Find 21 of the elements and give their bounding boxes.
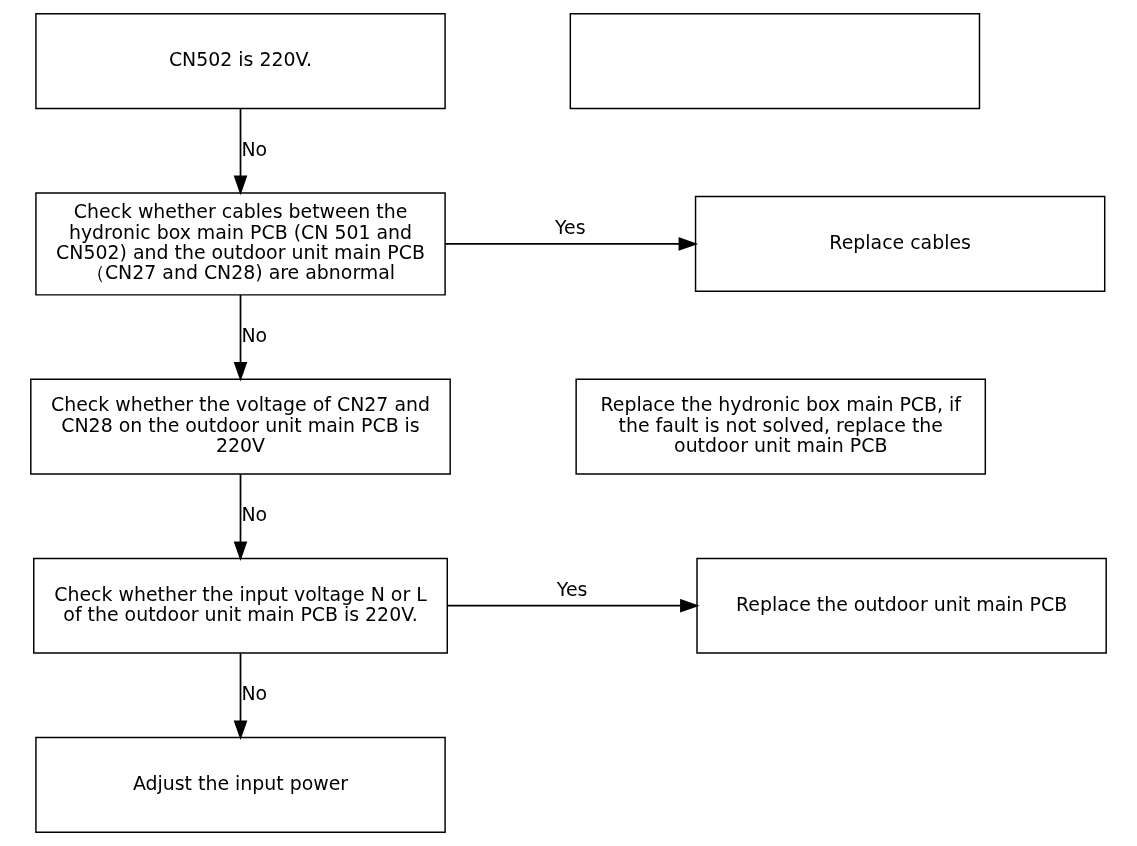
arrow bbox=[446, 598, 700, 613]
node-box: Replace cables bbox=[694, 195, 1106, 292]
node-box: Replace the outdoor unit main PCB bbox=[696, 557, 1107, 654]
arrow bbox=[233, 473, 248, 561]
node-box bbox=[569, 13, 981, 110]
node-box: Check whether the input voltage N or L of the outdoor unit main PCB is 220V. bbox=[33, 557, 448, 654]
node-box: Check whether cables between the hydronic box main PCB (CN 501 and CN502) and the outdoor unit main PCB （CN27 and CN28) are abnormal bbox=[35, 192, 446, 296]
edge-label: No bbox=[241, 682, 268, 705]
node-box: Replace the hydronic box main PCB, if the fault is not solved, replace the outdoor unit main PCB bbox=[575, 378, 987, 475]
edge-label: No bbox=[241, 324, 268, 347]
arrow bbox=[233, 294, 248, 382]
node-box: CN502 is 220V. bbox=[35, 13, 446, 110]
arrow bbox=[444, 237, 699, 251]
arrow bbox=[233, 108, 248, 196]
arrow bbox=[233, 652, 248, 741]
edge-label: No bbox=[241, 503, 268, 526]
edge-label: Yes bbox=[556, 578, 588, 601]
node-box: Adjust the input power bbox=[35, 736, 446, 833]
edge-label: No bbox=[241, 137, 268, 160]
edge-label: Yes bbox=[555, 216, 586, 239]
node-box: Check whether the voltage of CN27 and CN28 on the outdoor unit main PCB is 220V bbox=[30, 378, 451, 475]
